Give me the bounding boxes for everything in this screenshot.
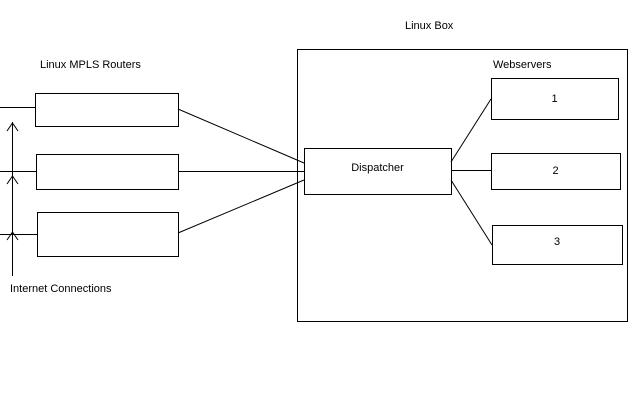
webserver-number-1: 1 <box>551 93 558 105</box>
router-box-3 <box>37 212 179 257</box>
arrowhead-2 <box>6 175 19 185</box>
linux-box-container <box>297 49 628 322</box>
dispatcher-label: Dispatcher <box>351 162 404 174</box>
arrowhead-1 <box>6 122 19 132</box>
routers-label: Linux MPLS Routers <box>40 59 141 71</box>
router1-to-dispatcher <box>177 108 305 164</box>
webserver-box-3 <box>492 225 623 265</box>
internet-connections-label: Internet Connections <box>10 283 112 295</box>
webserver-box-2 <box>491 153 621 190</box>
webserver-box-1 <box>491 78 619 120</box>
dispatcher-box <box>304 148 452 195</box>
router-box-2 <box>36 154 179 190</box>
webservers-label: Webservers <box>493 59 552 71</box>
webserver-number-3: 3 <box>553 236 561 248</box>
router3-to-dispatcher <box>177 179 305 234</box>
linux-box-label: Linux Box <box>405 20 454 32</box>
webserver-number-2: 2 <box>552 165 559 177</box>
router-box-1 <box>35 93 179 127</box>
dispatcher-to-webserver-3 <box>450 179 493 246</box>
arrowhead-3 <box>6 231 19 241</box>
dispatcher-to-webserver-1 <box>450 98 492 163</box>
